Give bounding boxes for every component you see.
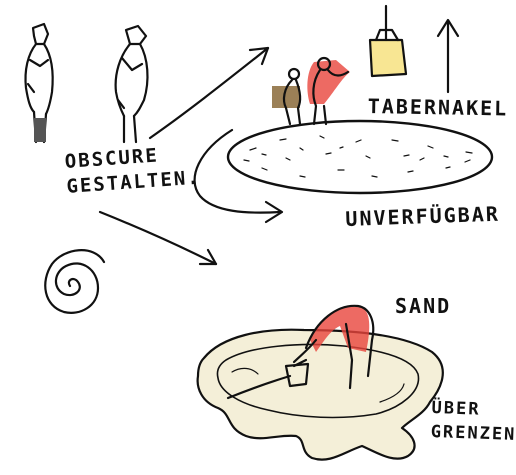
label-sand: SAND bbox=[395, 294, 451, 318]
label-tabernakel: TABERNAKEL bbox=[368, 94, 509, 120]
standing-figure-icon bbox=[25, 24, 52, 142]
arrow-lower bbox=[100, 212, 216, 264]
arrow-upper bbox=[150, 48, 268, 138]
label-ueber-line2: GRENZEN bbox=[430, 420, 516, 447]
label-ueber-line1: ÜBER bbox=[431, 396, 516, 423]
spiral-icon bbox=[45, 250, 104, 313]
label-obscure-gestalten: OBSCURE GESTALTEN. bbox=[64, 141, 202, 200]
lamp-icon bbox=[370, 6, 406, 76]
up-arrow-icon bbox=[438, 20, 458, 92]
brown-figure-icon bbox=[272, 69, 300, 124]
standing-figure-icon bbox=[116, 26, 148, 142]
red-figure-icon bbox=[307, 58, 350, 124]
label-ueber-grenzen: ÜBER GRENZEN bbox=[430, 396, 516, 447]
oval-field bbox=[228, 121, 492, 193]
